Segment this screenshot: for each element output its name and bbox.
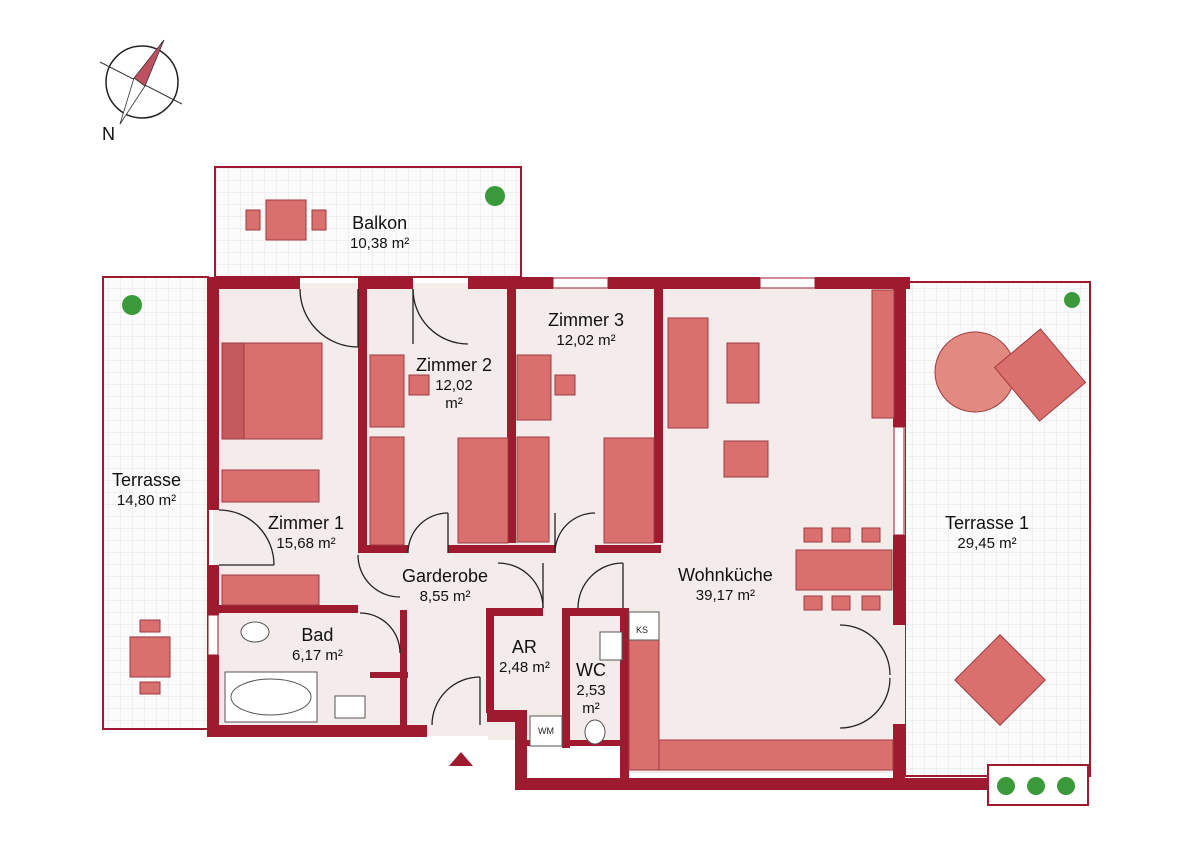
fridge-label: KS — [636, 625, 649, 635]
room-name: AR — [511, 637, 537, 657]
room-name: Balkon — [352, 213, 408, 233]
room-label-terrasse: Terrasse 14,80 m² — [112, 470, 181, 510]
room-area: 2,53 — [576, 681, 606, 699]
plant-icon — [122, 186, 1089, 806]
room-area: 29,45 m² — [957, 534, 1017, 552]
room-name: Terrasse — [112, 470, 182, 490]
room-name: Zimmer 3 — [548, 310, 624, 330]
room-label-ar: AR 2,48 m² — [499, 637, 550, 677]
room-area: 12,02 m² — [556, 331, 616, 349]
room-label-balkon: Balkon 10,38 m² — [350, 213, 409, 253]
room-name: Terrasse 1 — [945, 513, 1030, 533]
room-label-wc: WC 2,53 m² — [576, 660, 606, 718]
room-area: 6,17 m² — [292, 646, 343, 664]
room-name: Zimmer 1 — [268, 513, 344, 533]
windows — [207, 277, 905, 656]
room-label-zimmer2: Zimmer 2 12,02 m² — [416, 355, 492, 413]
room-label-wohnkueche: Wohnküche 39,17 m² — [678, 565, 773, 605]
room-name: Garderobe — [402, 566, 489, 586]
room-label-zimmer1: Zimmer 1 15,68 m² — [268, 513, 344, 553]
room-label-terrasse1: Terrasse 1 29,45 m² — [945, 513, 1029, 553]
room-area: 2,48 m² — [499, 658, 550, 676]
compass-north-label: N — [102, 124, 115, 144]
room-name: Wohnküche — [678, 565, 773, 585]
washing-machine-label: WM — [538, 726, 554, 736]
room-label-zimmer3: Zimmer 3 12,02 m² — [548, 310, 624, 350]
room-label-garderobe: Garderobe 8,55 m² — [402, 566, 488, 606]
compass-icon — [99, 39, 183, 125]
room-area: 39,17 m² — [695, 586, 755, 604]
doors — [218, 288, 891, 729]
furniture — [129, 199, 1087, 771]
room-area: 12,02 — [435, 376, 473, 394]
room-area: 10,38 m² — [350, 234, 410, 252]
room-name: Bad — [301, 625, 334, 645]
room-name: WC — [576, 660, 606, 680]
room-area-unit: m² — [445, 394, 463, 412]
room-label-bad: Bad 6,17 m² — [292, 625, 343, 665]
room-name: Zimmer 2 — [416, 355, 492, 375]
room-area: 15,68 m² — [276, 534, 336, 552]
entrance-arrow-icon — [449, 752, 473, 766]
walls — [207, 277, 990, 790]
room-area: 14,80 m² — [116, 491, 177, 509]
room-area-unit: m² — [582, 699, 600, 717]
room-area: 8,55 m² — [419, 587, 471, 605]
